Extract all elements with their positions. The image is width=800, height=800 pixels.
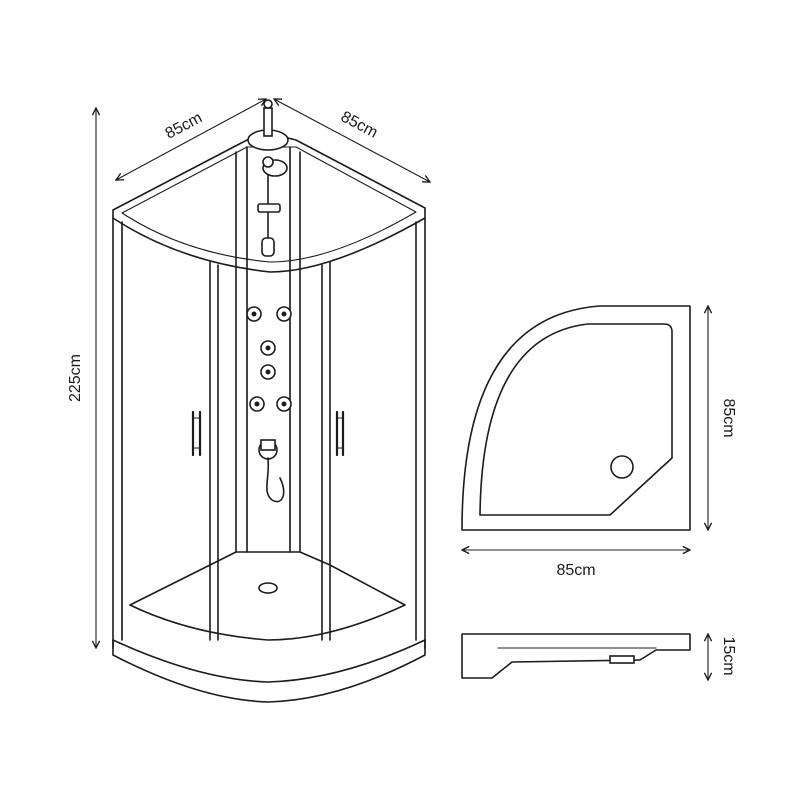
door-handles	[191, 410, 345, 457]
dimension-tray-width: 85cm	[462, 550, 690, 579]
shower-cabin-drawing	[112, 99, 426, 703]
mixer-tap	[258, 439, 285, 503]
cabin-roof	[112, 133, 426, 273]
rain-shower-head	[247, 99, 289, 151]
left-glass-panel	[112, 217, 123, 649]
cabin-width-left-label: 85cm	[163, 109, 206, 142]
tray-height-label: 15cm	[720, 636, 737, 675]
hand-shower-rail	[257, 156, 288, 257]
tray-depth-label: 85cm	[720, 398, 737, 437]
dimension-tray-height: 15cm	[708, 634, 737, 680]
right-glass-panel	[415, 217, 426, 649]
body-jets	[246, 306, 292, 412]
cabin-height-label: 225cm	[67, 354, 84, 402]
tray-side-view	[461, 633, 691, 679]
dimension-cabin-width-left: 85cm	[116, 99, 266, 180]
dimension-cabin-height: 225cm	[67, 108, 96, 648]
dimension-tray-depth: 85cm	[708, 306, 737, 530]
tray-width-label: 85cm	[556, 562, 595, 579]
cabin-tray	[112, 551, 426, 703]
tray-top-view	[461, 305, 691, 531]
